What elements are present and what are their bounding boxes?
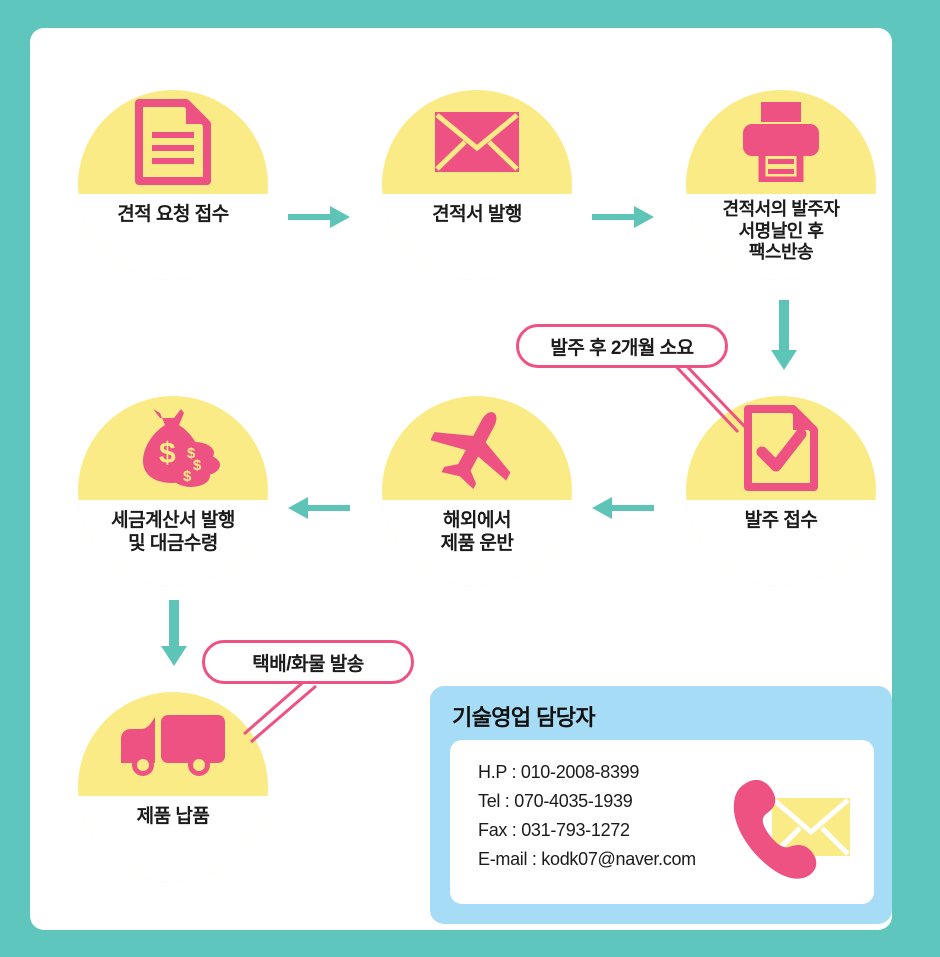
flow-step-invoice-payment[interactable]: $ $ $ $ 세금계산서 발행 및 대금수령 (78, 396, 268, 586)
arrow-left-2 (288, 490, 352, 526)
envelope-icon (382, 90, 572, 194)
step-line: 세금계산서 발행 (111, 510, 235, 531)
airplane-icon (382, 396, 572, 500)
flow-step-label: 견적서 발행 (382, 194, 572, 280)
step-line: 팩스반송 (748, 242, 814, 263)
callout-lead-time: 발주 후 2개월 소요 (516, 324, 728, 368)
step-line: 및 대금수령 (128, 533, 218, 555)
flow-step-label: 견적서의 발주자 서명날인 후 팩스반송 (686, 194, 876, 280)
step-line: 견적서 발행 (432, 204, 522, 225)
step-line: 해외에서 (443, 510, 511, 531)
contact-panel: 기술영업 담당자 H.P : 010-2008-8399 Tel : 070-4… (430, 686, 892, 924)
arrow-down-2 (156, 600, 192, 670)
callout-shipping: 택배/화물 발송 (202, 640, 414, 684)
contact-mobile: H.P : 010-2008-8399 (478, 762, 640, 782)
step-line: 제품 운반 (440, 533, 514, 555)
step-line: 서명날인 후 (738, 220, 824, 241)
step-line: 제품 납품 (136, 806, 210, 827)
flow-step-fax-return[interactable]: 견적서의 발주자 서명날인 후 팩스반송 (686, 90, 876, 280)
document-check-icon (686, 396, 876, 500)
contact-card: H.P : 010-2008-8399 Tel : 070-4035-1939 … (450, 740, 874, 904)
flow-step-label: 세금계산서 발행 및 대금수령 (78, 500, 268, 586)
arrow-right-2 (592, 199, 656, 235)
flow-step-label: 발주 접수 (686, 500, 876, 586)
step-line: 견적서의 발주자 (722, 199, 840, 219)
arrow-down-1 (766, 300, 802, 374)
flow-step-product-delivery[interactable]: 제품 납품 (78, 692, 268, 882)
flow-step-overseas-transport[interactable]: 해외에서 제품 운반 (382, 396, 572, 586)
flow-step-label: 해외에서 제품 운반 (382, 500, 572, 586)
flow-step-label: 견적 요청 접수 (78, 194, 268, 280)
callout-leader-line-1 (666, 358, 752, 446)
svg-text:$: $ (187, 445, 196, 462)
contact-tel: Tel : 070-4035-1939 (478, 791, 633, 812)
step-line: 발주 접수 (744, 510, 818, 531)
flow-step-quote-request[interactable]: 견적 요청 접수 (78, 90, 268, 280)
step-line: 견적 요청 접수 (117, 204, 229, 225)
contact-fax: Fax : 031-793-1272 (478, 820, 630, 841)
phone-mail-icon (730, 776, 852, 880)
flow-step-order-received[interactable]: 발주 접수 (686, 396, 876, 586)
svg-text:$: $ (159, 437, 176, 470)
svg-text:$: $ (193, 457, 202, 474)
delivery-truck-icon (78, 692, 268, 796)
arrow-right-1 (288, 199, 352, 235)
svg-text:$: $ (183, 468, 192, 485)
contact-email: E-mail : kodk07@naver.com (478, 849, 696, 870)
printer-fax-icon (686, 90, 876, 194)
flow-step-label: 제품 납품 (78, 796, 268, 882)
document-icon (78, 90, 268, 194)
flow-step-quote-issue[interactable]: 견적서 발행 (382, 90, 572, 280)
callout-leader-line-2 (242, 676, 322, 746)
contact-title: 기술영업 담당자 (452, 705, 596, 730)
arrow-left-1 (592, 490, 656, 526)
diagram-panel: 견적 요청 접수 견적서 발행 견적서의 발주자 (30, 28, 892, 930)
money-bag-icon: $ $ $ $ (78, 396, 268, 500)
